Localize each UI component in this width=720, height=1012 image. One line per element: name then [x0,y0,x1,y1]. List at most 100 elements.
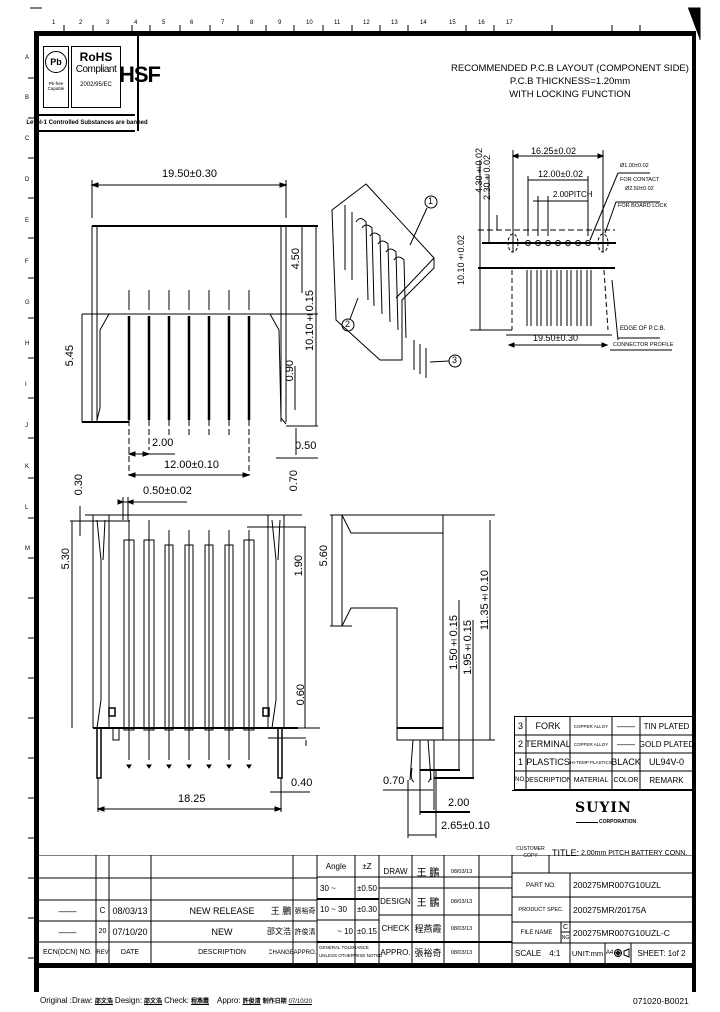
signoff-date: 08/03/13 [450,949,473,956]
pcb-lock-hole: Ø2.50±0.02 [625,186,654,192]
row-marker: K [25,464,30,470]
signoff-name: 張裕奇 [414,948,442,958]
title-label: TITLE: [552,848,580,858]
origin-draw: 邵文浩 [94,999,113,1005]
column-marker: 5 [162,20,166,26]
rohs-banner: Level-1 Controlled Substances are banned [26,114,148,132]
bom-remark: GOLD PLATED [640,739,693,749]
company-underline [576,822,598,823]
customer-label: CUSTOMER [516,846,545,852]
origin-check: 程燕霞 [190,999,209,1005]
logo-box-border [512,790,692,791]
column-marker: 15 [449,20,456,26]
column-marker: 4 [134,20,138,26]
pcb-pitch: 2.00PITCH [553,190,593,199]
dim-0-50-tol: 0.50±0.02 [143,485,192,497]
rev-header-change: CHANGE [269,949,293,956]
rev-change: 邵文浩 [267,927,291,936]
bom-grid [515,717,693,789]
rohs-subtitle: Compliant [75,64,117,75]
column-marker: 1 [52,20,56,26]
bom-header-remark: REMARK [649,775,684,785]
file-name-label: FILE NAME [520,929,553,936]
column-marker: 8 [250,20,254,26]
part-no-label: PART NO. [526,881,556,889]
bom-description: FORK [535,721,561,731]
column-marker: 9 [278,20,282,26]
row-marker: A [25,55,30,61]
scale-value: 4:1 [549,948,561,958]
file-name-rev-sub: NG [561,934,570,941]
row-marker: G [25,300,30,306]
column-markers: 1 2 3 4 5 6 7 8 9 10 11 12 13 14 15 16 1… [0,20,720,30]
side-dim-2-00: 2.00 [448,797,470,809]
signoff-role: DRAW [383,867,408,876]
origin-appro-label: Appro: [216,996,241,1005]
doc-number: 071020-B0021 [633,996,689,1006]
dim-19-50: 19.50±0.30 [162,168,217,180]
row-marker: D [25,177,30,183]
signoff-name: 王 鵬 [416,898,440,909]
bom-no: 2 [517,739,523,749]
column-marker: 17 [506,20,513,26]
unit-label: UNIT:mm [571,948,604,958]
rev-ecn: —— [58,926,77,937]
row-marker: F [25,259,29,265]
bom-description: PLASTICS [526,757,570,767]
dim-18-25: 18.25 [178,793,206,805]
dim-0-50: 0.50 [295,440,317,452]
title-value: 2.00mm PITCH BATTERY CONN. [581,849,688,857]
rev-rev: 20 [98,928,107,935]
rev-header-date: DATE [120,949,140,956]
column-marker: 10 [306,20,313,26]
rohs-directive: 2002/95/EC [80,82,112,88]
rev-date: 07/10/20 [112,926,148,937]
pcb-lock-note: FOR BOARD LOCK [618,203,668,209]
origin-design: 邵文浩 [144,999,163,1005]
pcb-layout-note: RECOMMENDED P.C.B LAYOUT (COMPONENT SIDE… [450,62,690,101]
pcb-dim-19-50: 19.50±0.30 [533,333,578,343]
part-no-value: 200275MR007G10UZL [573,880,661,890]
hsf-label: HSF [119,62,161,87]
file-name-value: 200275MR007G10UZL-C [573,927,670,938]
row-marker: M [25,546,30,552]
rohs-badge: Pb Pb-free Capable RoHS Compliant 2002/9… [26,36,161,132]
row-marker: L [25,505,29,511]
side-dim-2-65: 2.65±0.10 [441,820,490,832]
pcb-edge-note: EDGE OF P.C.B. [620,326,666,332]
bom-header-description: DESCRIPTION [526,776,570,784]
bom-remark: UL94V-0 [648,757,685,767]
tol-angle-header: Angle [325,861,347,871]
rev-header-ecn: ECN(DCN) NO. [43,949,92,956]
row-marker: B [25,95,30,101]
pb-sub: Pb-free Capable [47,81,65,91]
column-marker: 13 [391,20,398,26]
pcb-dim-12-00: 12.00±0.02 [538,169,583,179]
column-marker: 3 [106,20,110,26]
side-dim-11-35: 11.35±0.10 [479,570,491,631]
rev-ecn: —— [58,905,77,916]
column-marker: 16 [478,20,485,26]
bom-no: 1 [517,757,523,767]
origin-line: Original :Draw: 邵文浩 Design: 邵文浩 Check: 程… [40,996,312,1005]
side-dim-5-60: 5.60 [318,545,330,567]
tol-value: ±0.30 [357,905,377,914]
bom-color: BLACK [612,757,640,767]
bom-header-material: MATERIAL [573,776,609,784]
tol-note: GENERAL TOLERANCE UNLESS OTHERWISE NOTED [319,944,382,960]
file-name-rev: C [562,923,569,931]
rev-date: 08/03/13 [112,905,148,916]
sheet-label: SHEET: 1of 2 [637,948,686,958]
pb-label: Pb [50,57,62,67]
origin-check-label: Check: [164,996,189,1005]
title-block-grid [39,855,692,968]
projection-label: A4 [605,950,614,956]
origin-appro: 許俊清 [242,999,261,1005]
rohs-banner-text: Level-1 Controlled Substances are banned [26,120,148,126]
rev-appro: 許俊清 [294,928,316,936]
rev-description: NEW RELEASE [189,905,255,916]
signoff-name: 王 鵬 [416,868,440,879]
pcb-profile-note: CONNECTOR PROFILE [613,342,674,348]
copy-label: COPY [523,853,538,859]
